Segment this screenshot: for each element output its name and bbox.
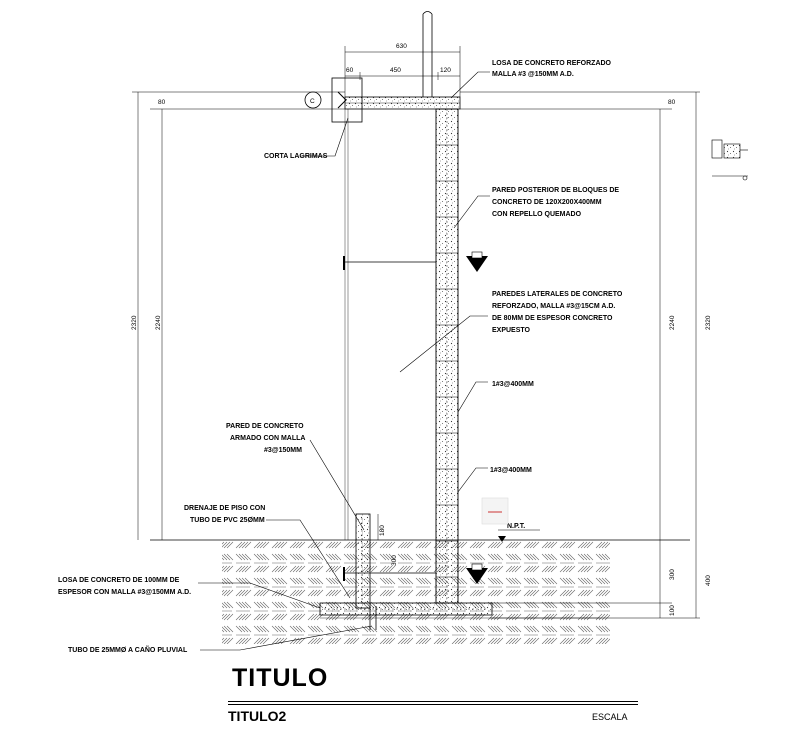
dim-overall-right: 2320 [705,315,712,330]
drawing-title: TITULO [232,664,329,692]
label-pared-armado-1: PARED DE CONCRETO [226,423,304,430]
detail-icon-right [711,139,748,181]
label-refuerzo-2: 1#3@400MM [490,467,532,474]
label-pared-armado-3: #3@150MM [264,447,302,454]
label-paredes-laterales-2: REFORZADO, MALLA #3@15CM A.D. [492,303,615,310]
label-refuerzo-1: 1#3@400MM [492,381,534,388]
section-marker-lower [343,563,488,584]
curb-and-floor-slab [319,513,493,616]
section-marker-upper [343,251,488,272]
dim-curb: 180 [379,525,386,536]
stamp-icon [481,497,509,525]
vent-pipe [422,11,433,97]
title-rule-thin [228,704,638,705]
label-losa-superior-1: LOSA DE CONCRETO REFORZADO [492,60,612,67]
dim-inner-right: 2240 [669,315,676,330]
label-tubo-pluvial: TUBO DE 25MMØ A CAÑO PLUVIAL [68,645,188,654]
drawing-subtitle: TITULO2 [228,708,287,724]
ground-soil [150,539,690,644]
label-pared-posterior-1: PARED POSTERIOR DE BLOQUES DE [492,187,619,194]
label-pared-posterior-2: CONCRETO DE 120X200X400MM [492,199,602,206]
label-losa-piso-1: LOSA DE CONCRETO DE 100MM DE [58,577,180,584]
label-corta-lagrimas: CORTA LAGRIMAS [264,153,328,160]
dim-drain-depth: 300 [391,555,398,566]
dim-bottom-right: 100 [669,605,676,616]
drain-pipe [369,606,377,630]
dimension-lines [132,46,700,619]
dim-top-left: 60 [346,67,354,74]
label-paredes-laterales-4: EXPUESTO [492,327,531,334]
label-drenaje-2: TUBO DE PVC 25ØMM [190,517,265,524]
dim-top-total: 630 [396,43,407,50]
label-paredes-laterales-1: PAREDES LATERALES DE CONCRETO [492,291,623,298]
leader-lines [198,71,490,651]
lateral-wall-outline [344,109,349,540]
dim-inner-left: 2240 [155,315,162,330]
dim-top-mid: 450 [390,67,401,74]
dim-total-below: 400 [705,575,712,586]
dim-left-top: 80 [158,99,166,106]
top-slab [344,96,461,110]
section-marker-label: C [310,98,315,105]
label-pared-armado-2: ARMADO CON MALLA [230,435,305,442]
floor-level-label: N.P.T. [507,523,525,530]
dim-overall-left: 2320 [131,315,138,330]
label-losa-superior-2: MALLA #3 @150MM A.D. [492,71,574,78]
label-drenaje-1: DRENAJE DE PISO CON [184,505,265,512]
floor-level-marker [498,529,540,542]
label-losa-piso-2: ESPESOR CON MALLA #3@150MM A.D. [58,589,191,596]
label-paredes-laterales-3: DE 80MM DE ESPESOR CONCRETO [492,315,613,322]
dim-right-top: 80 [668,99,676,106]
label-pared-posterior-3: CON REPELLO QUEMADO [492,211,582,218]
dim-top-right: 120 [440,67,451,74]
block-wall [435,108,459,604]
scale-label: ESCALA [592,712,628,722]
drip-edge-detail [304,77,363,123]
title-rule-thick [228,701,638,702]
dim-below-right: 300 [669,569,676,580]
